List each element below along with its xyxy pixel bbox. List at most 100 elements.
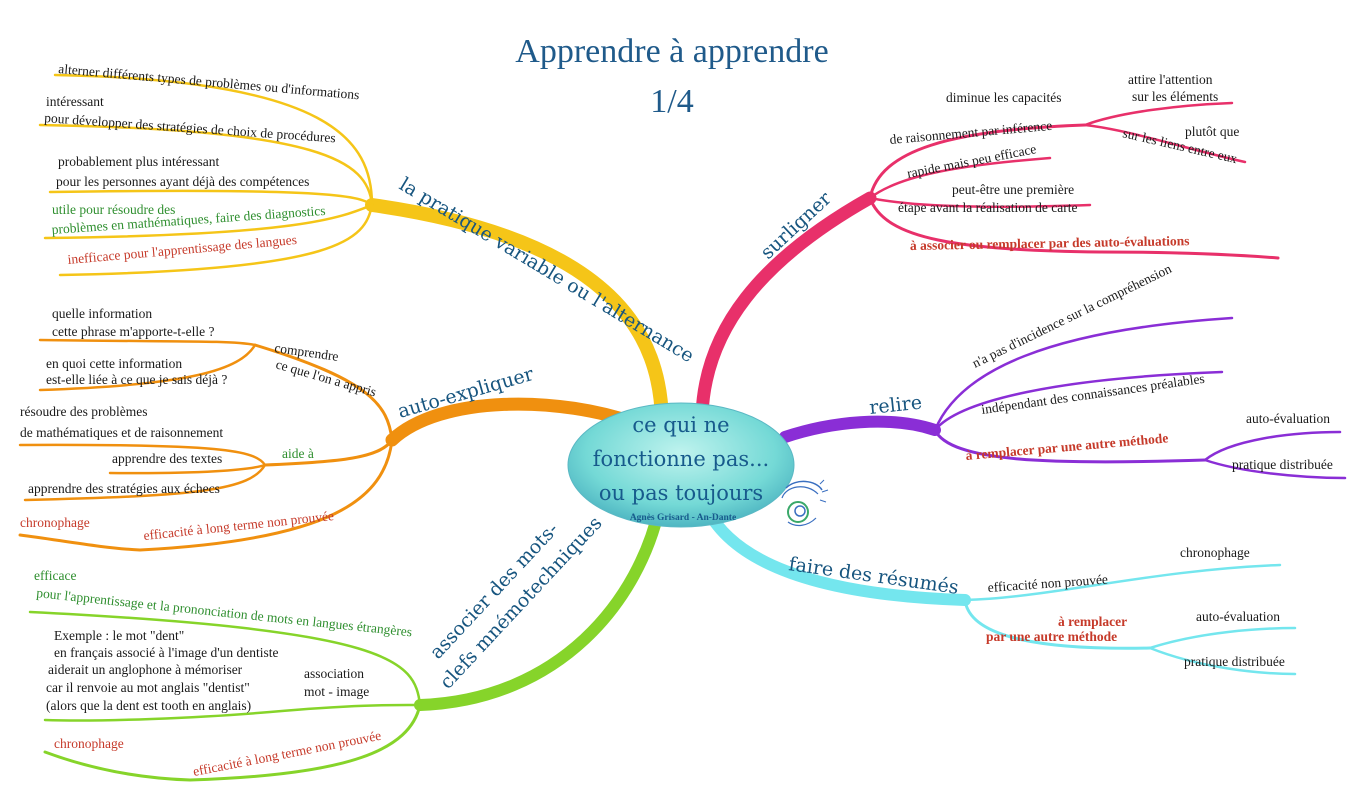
mots-connector-efficace [28,610,422,707]
auto-main-connector [385,397,647,447]
auto-leaf-a2: apprendre des textes [112,451,222,466]
spiral-logo-icon [781,479,829,527]
resumes-leaf-pratique-distribuee: pratique distribuée [1184,654,1285,669]
auto-leaf-chrono: chronophage [20,515,90,530]
branch-relire [779,316,1347,480]
center-ellipse [567,402,795,528]
surligner-connector-assoc [868,196,1280,260]
relire-leaf-incidence: n'a pas d'incidence sur la compréhension [970,261,1174,371]
surligner-leaf-att-b: sur les éléments [1132,89,1218,104]
mots-leaf-ex1: Exemple : le mot "dent" [54,628,184,643]
surligner-leaf-peut-a: peut-être une première [952,182,1074,197]
resumes-connector-rep [963,598,1152,650]
surligner-leaf-att-a: attire l'attention [1128,72,1213,87]
relire-connector-1 [933,316,1234,432]
surligner-connector-dim [868,123,1087,200]
mots-leaf-ex5: (alors que la dent est tooth en anglais) [46,698,251,713]
mots-connector-assoc [43,703,422,722]
auto-leaf-q2b: est-elle liée à ce que je sais déjà ? [46,372,227,387]
relire-connector-auto [1203,430,1342,462]
center-line3: ou pas toujours [599,481,763,505]
mots-leaf-association: association [304,666,364,681]
relire-leaf-pratique-distribuee: pratique distribuée [1232,457,1333,472]
resumes-leaf-auto-evaluation: auto-évaluation [1196,609,1280,624]
auto-connector-aide [263,438,394,467]
surligner-leaf-dim-a: diminue les capacités [946,90,1061,105]
auto-leaf-aide: aide à [282,446,314,461]
relire-title: relire [868,392,923,419]
auto-leaf-ce-que: ce que l'on a appris [274,356,378,399]
pratique-sub-connector-2 [38,123,374,207]
mots-leaf-mot-image: mot - image [304,684,369,699]
pratique-leaf-utile: utile pour résoudre des [52,202,175,217]
resumes-leaf-rep-b: par une autre méthode [986,629,1117,644]
surligner-leaf-peut-b: étape avant la réalisation de carte [898,200,1078,215]
mots-leaf-chrono: chronophage [54,736,124,751]
pratique-sub-connector-4 [43,203,374,240]
page-subtitle: 1/4 [650,83,693,120]
pratique-main-connector [365,198,669,427]
relire-connector-prat [1203,458,1347,480]
relire-connector-3 [933,428,1207,464]
mots-leaf-efficacite: efficacité à long terme non prouvée [192,728,383,779]
pratique-title: la pratique variable ou l'alternance [395,173,697,367]
auto-leaf-a3: apprendre des stratégies aux échecs [28,481,220,496]
auto-leaf-efficacite: efficacité à long terme non prouvée [143,508,335,543]
resumes-leaf-rep-a: à remplacer [1058,614,1127,629]
auto-leaf-q2a: en quoi cette information [46,356,182,371]
auto-leaf-a1a: résoudre des problèmes [20,404,147,419]
center-line1: ce qui ne [632,413,729,437]
relire-leaf-remplacer: à remplacer par une autre méthode [965,430,1169,463]
mots-leaf-ex3: aiderait un anglophone à mémoriser [48,662,243,677]
pratique-sub-connector-3 [48,189,374,207]
auto-connector-a1 [18,443,267,467]
auto-connector-a2 [108,463,267,475]
surligner-leaf-assoc: à associer ou remplacer par des auto-éva… [910,233,1190,253]
center-author: Agnès Grisard - An-Dante [630,513,736,523]
branch-faire-resumes [699,499,1297,676]
surligner-connector-att [1083,101,1234,127]
auto-connector-chrono [18,438,394,552]
resumes-connector-prat [1148,646,1297,676]
pratique-sub-connector-5 [58,203,374,277]
branch-auto-expliquer [18,338,647,552]
resumes-leaf-chrono: chronophage [1180,545,1250,560]
pratique-leaf-personnes: pour les personnes ayant déjà des compét… [56,174,309,189]
center-node: ce qui ne fonctionne pas... ou pas toujo… [567,402,795,528]
branch-associer-mots [28,499,666,782]
pratique-sub-connector-1 [53,73,374,207]
resumes-connector-auto [1148,626,1297,650]
mots-title-line2: clefs mnémotechniques [436,512,607,693]
mots-main-connector [414,499,666,711]
surligner-connector-peut [868,196,1092,208]
surligner-connector-rapide [868,156,1052,200]
auto-connector-a3 [23,463,267,502]
auto-connector-q1 [38,338,257,347]
surligner-leaf-plutot-a: plutôt que [1185,124,1239,139]
auto-connector-q2 [38,343,257,392]
pratique-leaf-strategies: pour développer des stratégies de choix … [44,110,336,145]
mots-leaf-ex2: en français associé à l'image d'un denti… [54,645,279,660]
mots-leaf-efficace: efficace [34,568,76,583]
branch-surligner [695,101,1280,422]
page-title: Apprendre à apprendre [515,33,828,70]
auto-connector-comprendre [253,343,394,442]
auto-leaf-a1b: de mathématiques et de raisonnement [20,425,223,440]
relire-main-connector [779,415,941,443]
mots-leaf-ex4: car il renvoie au mot anglais "dentist" [46,680,250,695]
auto-leaf-q1a: quelle information [52,306,152,321]
auto-leaf-q1b: cette phrase m'apporte-t-elle ? [52,324,214,339]
branch-pratique-variable [38,73,669,427]
pratique-leaf-interessant: intéressant [46,94,104,109]
surligner-main-connector [695,191,877,422]
mots-connector-chrono [43,703,422,782]
resumes-connector-eff [963,563,1282,602]
surligner-connector-plutot [1083,123,1247,164]
center-line2: fonctionne pas... [593,447,769,471]
relire-leaf-auto-evaluation: auto-évaluation [1246,411,1330,426]
relire-connector-2 [933,370,1224,432]
pratique-leaf-probablement: probablement plus intéressant [58,154,219,169]
resumes-main-connector [699,499,971,606]
